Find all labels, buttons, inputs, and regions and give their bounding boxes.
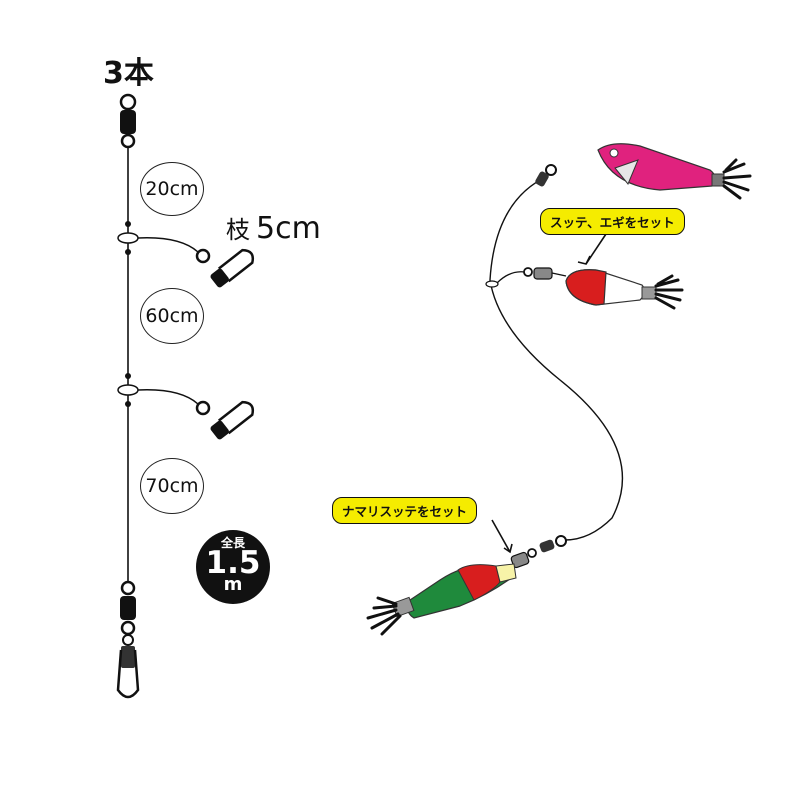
egi-lure-icon [597, 143, 752, 200]
branch-1 [117, 221, 255, 288]
branch-value: 5cm [256, 211, 321, 246]
branch-prefix: 枝 [226, 216, 250, 244]
segment-label-2: 60cm [140, 288, 204, 344]
total-length-badge: 全長 1.5 m [196, 530, 270, 604]
sutte-lure-icon [565, 269, 684, 310]
total-length-label: 全長 [220, 536, 245, 550]
callout-top: スッテ、エギをセット [540, 208, 685, 235]
top-swivel-icon [119, 93, 137, 149]
total-length-unit: m [223, 574, 243, 595]
rig-title: 3本 [103, 56, 154, 91]
callout-bottom: ナマリスッテをセット [332, 497, 478, 524]
namari-sutte-lure-icon [366, 563, 517, 636]
bottom-snap-icon [116, 580, 140, 699]
branch-2 [117, 373, 255, 440]
segment-label-3: 70cm [140, 458, 204, 514]
rigged-line [489, 175, 624, 541]
arrow-bottom-icon [491, 519, 511, 553]
rigged-bottom-swivel-icon [510, 535, 567, 569]
segment-label-1: 20cm [140, 162, 204, 216]
total-length-value: 1.5 [205, 545, 261, 581]
rigged-branch-sutte [485, 267, 567, 288]
rigged-top-swivel-icon [535, 164, 557, 187]
